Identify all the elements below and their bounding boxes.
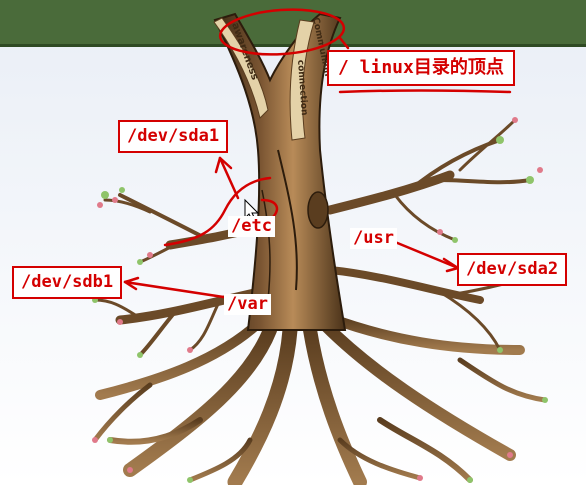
etc-scribble bbox=[163, 176, 272, 247]
tree-trunk bbox=[213, 12, 347, 331]
trunk-band-right bbox=[289, 19, 315, 141]
leaves-and-blossoms bbox=[92, 117, 548, 483]
root-note-label: / linux目录的顶点 bbox=[327, 50, 515, 86]
dev-sda2-label: /dev/sda2 bbox=[457, 253, 568, 286]
root-note-underline bbox=[338, 89, 512, 94]
arrow-etc-to-sda1 bbox=[218, 156, 240, 200]
arrow-usr-to-sda2 bbox=[393, 240, 460, 270]
trunk-band-left bbox=[213, 17, 269, 119]
top-banner bbox=[0, 0, 586, 46]
arrow-var-to-sdb1 bbox=[123, 280, 232, 300]
root-highlight-ellipse bbox=[218, 8, 346, 56]
branch-right bbox=[325, 118, 532, 242]
etc-label: /etc bbox=[228, 216, 275, 237]
dev-sda1-label: /dev/sda1 bbox=[118, 120, 229, 153]
trunk-text-connection: connection bbox=[295, 60, 309, 116]
tree-roots bbox=[92, 313, 548, 485]
var-label: /var bbox=[224, 294, 271, 315]
annotations bbox=[123, 8, 512, 300]
root-note-connector bbox=[338, 36, 350, 50]
dev-sdb1-label: /dev/sdb1 bbox=[12, 266, 123, 299]
usr-label: /usr bbox=[350, 228, 397, 249]
